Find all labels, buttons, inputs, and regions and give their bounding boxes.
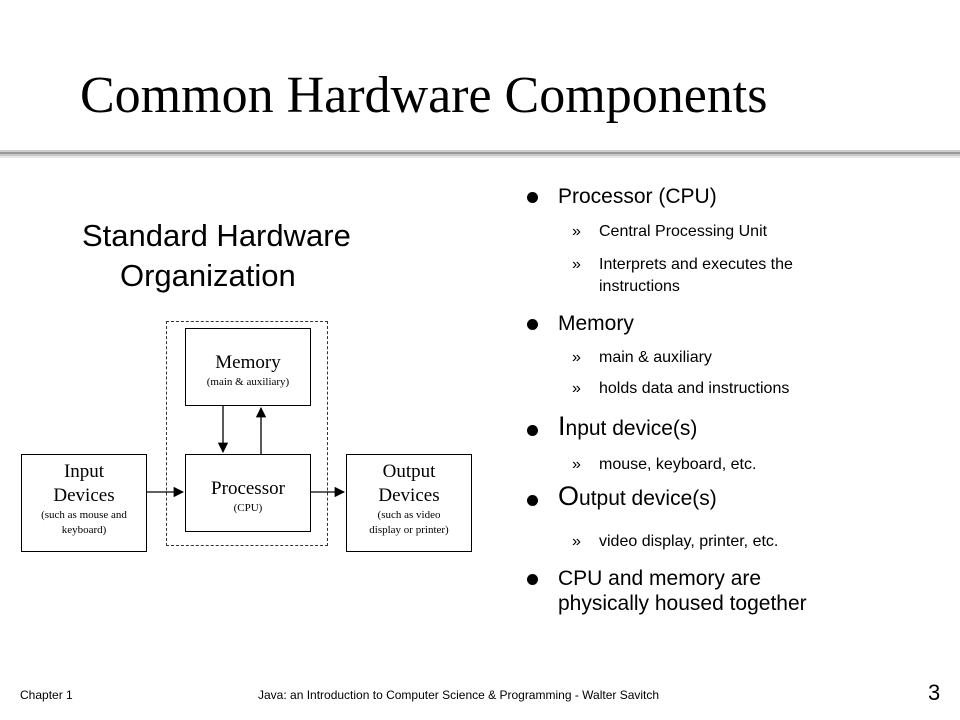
bullet-text: Processor (CPU) <box>558 185 717 208</box>
sub-bullet-text: Interprets and executes the <box>599 256 793 273</box>
sub-bullet-marker: » <box>572 256 581 273</box>
memory-sublabel: (main & auxiliary) <box>206 376 290 388</box>
bullet-dot-icon <box>527 192 538 203</box>
bullet-dot-icon <box>527 574 538 585</box>
input-sublabel-line2: keyboard) <box>61 524 107 536</box>
processor-box: Processor (CPU) <box>185 454 311 532</box>
sub-bullet-text: Central Processing Unit <box>599 223 768 240</box>
sub-bullet-marker: » <box>572 223 581 240</box>
footer-chapter: Chapter 1 <box>20 688 73 702</box>
title-divider <box>0 150 960 158</box>
bullet-dot-icon <box>527 495 538 506</box>
input-label-line1: Input <box>63 461 105 482</box>
bullet-text: Input device(s) <box>558 411 698 441</box>
memory-label: Memory <box>215 352 281 373</box>
diagram-heading-line2: Organization <box>120 258 296 293</box>
bullet-rest: utput device(s) <box>579 487 717 510</box>
bullet-text: CPU and memory are physically housed tog… <box>558 566 807 616</box>
diagram-heading: Standard Hardware Organization <box>82 216 422 296</box>
bullet-initial: O <box>558 481 580 511</box>
sub-bullet-marker: » <box>572 533 581 550</box>
input-label-line2: Devices <box>53 485 115 506</box>
bullet-text: Memory <box>558 312 634 335</box>
page-number: 3 <box>928 680 941 705</box>
sub-bullet-text: instructions <box>599 278 680 295</box>
input-sublabel-line1: (such as mouse and <box>41 509 127 521</box>
output-label-line2: Devices <box>378 485 440 506</box>
slide-title: Common Hardware Components <box>80 67 768 124</box>
processor-sublabel: (CPU) <box>233 502 263 514</box>
processor-label: Processor <box>211 478 285 499</box>
cpu-memory-housing <box>166 321 328 546</box>
output-label-line1: Output <box>382 461 436 482</box>
sub-bullet-text: video display, printer, etc. <box>599 533 779 550</box>
output-sublabel-line1: (such as video <box>377 509 441 521</box>
bullet-text-line2: physically housed together <box>558 592 807 615</box>
sub-bullet-text: main & auxiliary <box>599 349 712 366</box>
sub-bullet-text: holds data and instructions <box>599 380 790 397</box>
bullet-text: Output device(s) <box>558 481 717 511</box>
diagram-heading-line1: Standard Hardware <box>82 218 351 253</box>
bullet-rest: nput device(s) <box>565 417 698 440</box>
output-sublabel-line2: display or printer) <box>369 524 449 536</box>
sub-bullet-text: mouse, keyboard, etc. <box>599 456 757 473</box>
bullet-text-line1: CPU and memory are <box>558 567 762 590</box>
bullet-initial: I <box>558 411 566 441</box>
bullet-dot-icon <box>527 425 538 436</box>
sub-bullet-marker: » <box>572 456 581 473</box>
memory-box: Memory (main & auxiliary) <box>185 328 311 406</box>
sub-bullet-marker: » <box>572 380 581 397</box>
bullet-dot-icon <box>527 319 538 330</box>
input-devices-box: Input Devices (such as mouse and keyboar… <box>21 454 147 552</box>
sub-bullet-marker: » <box>572 349 581 366</box>
output-devices-box: Output Devices (such as video display or… <box>346 454 472 552</box>
footer-book-title: Java: an Introduction to Computer Scienc… <box>258 688 660 702</box>
